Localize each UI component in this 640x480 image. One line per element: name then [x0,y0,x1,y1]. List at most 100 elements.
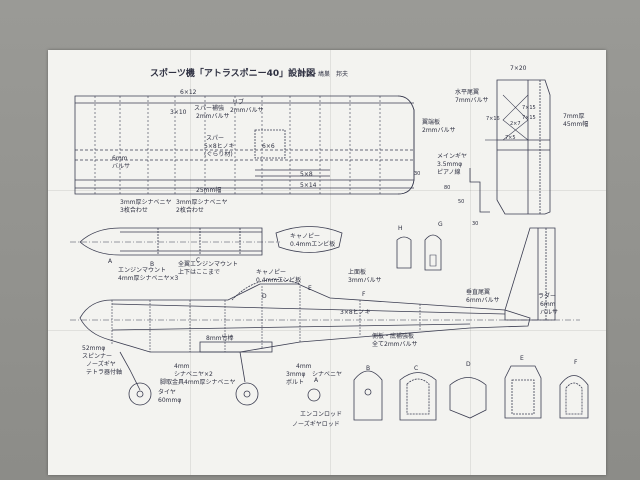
canopy-section [275,226,343,253]
wing-label: 2mmバルサ [422,127,456,134]
tail-label: 7×15 [522,105,536,111]
fuselage-label: ノーズギヤ [86,361,116,368]
wing-label: 5×8 [300,171,313,178]
fuselage-label: 0.4mmエンビ板 [256,277,302,284]
fuselage-top-view [70,227,280,256]
wing-label: 6×12 [180,89,197,96]
wing-label: 6×6 [262,143,275,150]
section-letter: F [574,359,578,366]
fold-line [330,50,331,475]
fold-line [48,330,606,331]
fuselage-label: 6mm [540,301,556,308]
section-letter: D [466,361,471,368]
tail-label: ピアノ線 [437,169,461,176]
fuselage-label: 6mmバルサ [466,297,500,304]
fuselage-label: タイヤ [158,389,176,396]
vertical-fin [504,227,556,321]
section-letter: C [414,365,419,372]
fuselage-label: ラダー [538,293,557,300]
fuselage-label: 4mm厚シナベニヤ×3 [118,275,179,282]
fuselage-label: 3×8ヒノキ [340,309,371,316]
fuselage-label: エンジンマウント [118,267,167,274]
fuselage-label: テトラ器付軸 [86,369,123,376]
fold-line [470,50,471,475]
section-letter: F [362,291,366,298]
tail-label: 7×15 [522,115,536,121]
fold-line [190,50,191,475]
fuselage-label: 脚取金具4mm厚シナベニヤ [160,379,236,386]
section-letter: A [314,377,319,384]
wing-label: スパー補強 [194,105,225,112]
tail-label: メインギヤ [437,153,468,160]
fuselage-label: 垂直尾翼 [466,289,491,296]
blueprint-sheet [48,50,606,475]
wing-label: 3mm厚シナベニヤ [120,199,172,206]
tail-label: 30 [414,171,421,177]
fuselage-label: 4mm [174,363,190,370]
fuselage-label: 8mm竹棒 [206,335,234,342]
wing-label: 翼端板 [422,119,441,126]
tail-label: 7mm厚 [563,113,585,120]
fuselage-label: キャノピー [256,269,287,276]
fuselage-label: シナベニヤ [312,371,343,378]
tail-label: 7×20 [510,65,527,72]
fuselage-label: 3mmφ [286,371,306,378]
section-views [307,234,589,421]
wing-label: リブ [232,99,245,106]
section-letter: B [366,365,371,372]
section-letter: G [438,221,443,228]
tail-label: 7×5 [505,135,516,141]
tail-label: 7mmバルサ [455,97,489,104]
section-letter: A [108,258,113,265]
wing-label: 2枚合わせ [176,207,204,214]
fuselage-label: スピンナー [82,353,113,360]
tail-label: 45mm幅 [563,121,589,128]
wing-label: 2mmバルサ [196,113,230,120]
wing-plan [74,95,415,195]
wing-label: スパー [206,135,225,142]
fuselage-label: 上下はここまで [178,269,221,276]
wing-label: 6mm [112,155,128,162]
wing-label: 25mm幅 [196,187,222,194]
tail-label: 50 [458,199,465,205]
fuselage-label: エンコンロッド [300,411,343,418]
fuselage-label: 全翼エンジンマウント [178,261,239,268]
wing-label: 5×8ヒノキ [204,143,235,150]
section-letter: E [520,355,524,362]
fuselage-label: 4mm [296,363,312,370]
designer-credit: 設計・鳩巣 邦夫 [300,71,349,78]
section-letter: C [196,257,201,264]
tail-label: 水平尾翼 [455,89,480,96]
tail-label: 2×7 [510,121,521,127]
section-letter: B [150,261,155,268]
fuselage-label: ボルト [286,379,305,386]
fuselage-label: バルサ [540,309,559,316]
fuselage-label: 60mmφ [158,397,182,404]
tail-plan [469,79,551,215]
section-letter: H [398,225,403,232]
tail-label: 80 [444,185,451,191]
tail-label: 30 [472,221,479,227]
fuselage-label: 上面板 [348,269,367,276]
section-letter: D [262,293,267,300]
fold-line [48,190,606,191]
fuselage-label: キャノピー [290,233,321,240]
wing-label: 3×10 [170,109,187,116]
fuselage-label: ノーズギヤロッド [292,421,340,428]
wing-label: 2mmバルサ [230,107,264,114]
fuselage-label: 3mmバルサ [348,277,382,284]
drawing-title: スポーツ機「アトラスポニー40」設計図 [150,69,316,79]
fuselage-side-view [70,279,580,406]
fuselage-label: 52mmφ [82,345,106,352]
wing-label: (ぐらり材) [204,151,233,158]
wing-label: 3mm厚シナベニヤ [176,199,228,206]
fuselage-label: 側板・底補強板 [372,333,415,340]
fuselage-label: シナベニヤ×2 [174,371,213,378]
section-letter: E [308,285,312,292]
wing-label: 5×14 [300,182,317,189]
fuselage-label: 0.4mmエンビ板 [290,241,336,248]
tail-label: 7×16 [486,116,500,122]
wing-label: 3枚合わせ [120,207,148,214]
